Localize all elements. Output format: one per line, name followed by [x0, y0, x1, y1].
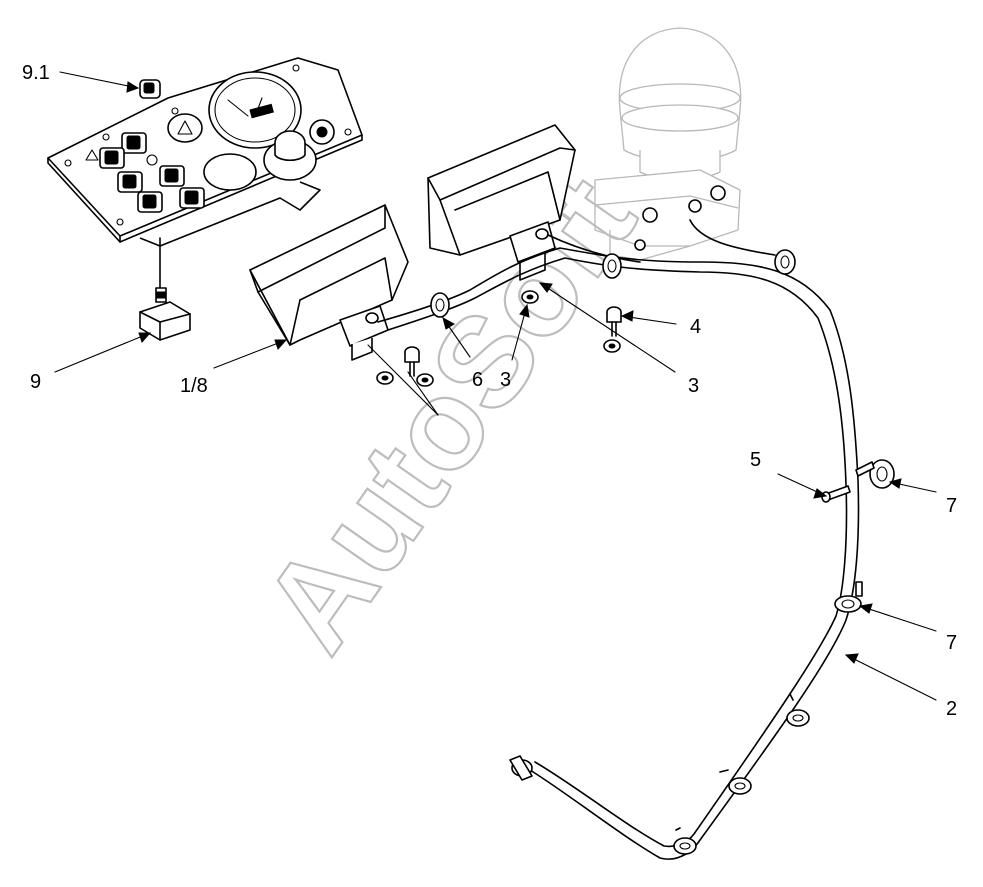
label-4: 4: [690, 316, 701, 338]
washer-lamp-left-2: [416, 373, 434, 387]
instrument-panel: [47, 57, 363, 291]
label-7a: 7: [946, 495, 957, 517]
rotary-knob: [139, 79, 161, 99]
label-6: 6: [472, 369, 483, 391]
clip-lower-1: [786, 709, 810, 727]
clip-7b: [834, 595, 862, 613]
harness-clips: [430, 249, 895, 855]
label-7b: 7: [946, 632, 957, 654]
label-5: 5: [750, 449, 761, 471]
clip-6: [430, 292, 450, 318]
washer-lamp-left-1: [376, 371, 394, 385]
clip-beacon: [774, 249, 796, 275]
part-labels: 9.1 9 1/8 6 3 3 4 5 7 7 2: [22, 62, 957, 720]
bolt-lamp-left: [404, 346, 420, 377]
label-2: 2: [946, 698, 957, 720]
bolt-7a: [855, 461, 875, 477]
label-3b: 3: [688, 375, 699, 397]
label-9-1: 9.1: [22, 62, 50, 84]
beacon-lamp: [594, 27, 742, 261]
label-9: 9: [30, 371, 41, 393]
washer-3b: [603, 339, 621, 353]
label-1-8: 1/8: [180, 375, 208, 397]
clip-lower-3: [673, 837, 697, 855]
leader-lines: [54, 71, 937, 701]
clip-7a: [869, 459, 895, 489]
switch-block: [139, 287, 191, 341]
label-3a: 3: [500, 369, 511, 391]
bolt-7b: [855, 581, 863, 597]
clip-lower-2: [728, 777, 752, 795]
washer-3a: [521, 290, 539, 304]
clip-upper: [602, 253, 622, 279]
work-lamp-right: [427, 124, 576, 281]
work-lamp-left: [249, 204, 409, 361]
